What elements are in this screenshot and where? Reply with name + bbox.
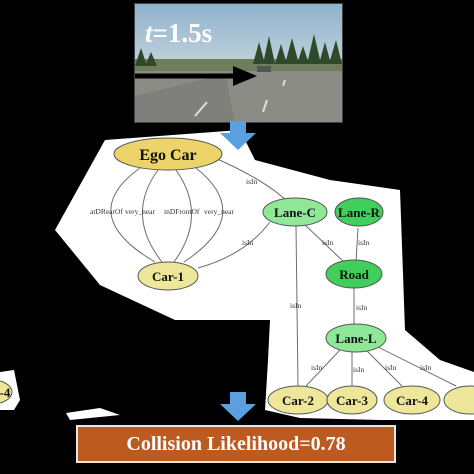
node-car-left-partial bbox=[0, 380, 13, 404]
label-car2: Car-2 bbox=[282, 393, 314, 408]
label-car-left-partial: -4 bbox=[0, 385, 11, 400]
down-arrow-bottom bbox=[220, 392, 256, 421]
node-car5-partial bbox=[443, 385, 474, 415]
edge-label-car2-lanel: isIn bbox=[311, 363, 323, 372]
edge-car2-lanel bbox=[305, 349, 341, 387]
node-car4 bbox=[383, 385, 441, 415]
node-lane-r bbox=[334, 197, 384, 227]
edge-ego-car1-2 bbox=[141, 169, 163, 263]
edge-label-car5-lanel: isIn bbox=[420, 363, 432, 372]
edge-label-indfrontof: inDFrontOf bbox=[164, 207, 200, 216]
edge-label-car4-lanel: isIn bbox=[385, 363, 397, 372]
edge-label-laner-road: isIn bbox=[358, 238, 370, 247]
label-ego-car: Ego Car bbox=[139, 147, 196, 164]
edge-label-atdrearof: atDRearOf bbox=[90, 207, 123, 216]
collision-likelihood-box: Collision Likelihood=0.78 bbox=[76, 425, 396, 463]
edge-label-car2-lanec: isIn bbox=[290, 301, 302, 310]
node-ego-car bbox=[113, 137, 223, 171]
camera-frame-image: t=1.5s bbox=[134, 3, 343, 123]
time-label: t=1.5s bbox=[145, 18, 212, 49]
node-lane-l bbox=[325, 323, 387, 353]
label-lane-l: Lane-L bbox=[335, 331, 377, 346]
time-value: =1.5s bbox=[152, 18, 213, 48]
small-highlight bbox=[66, 408, 120, 420]
label-road: Road bbox=[339, 267, 369, 282]
edge-label-very-near-1: very_near bbox=[125, 207, 155, 216]
node-road bbox=[325, 259, 383, 289]
node-lane-c bbox=[262, 197, 328, 227]
edge-laner-road bbox=[355, 227, 359, 263]
label-car4: Car-4 bbox=[396, 393, 429, 408]
collision-likelihood-label: Collision Likelihood=0.78 bbox=[126, 432, 346, 455]
node-car1 bbox=[137, 261, 199, 291]
edge-label-road-lanel: isIn bbox=[356, 303, 368, 312]
label-lane-r: Lane-R bbox=[338, 205, 381, 220]
edge-car5-lanel bbox=[375, 345, 457, 387]
edge-label-lanec-road: isIn bbox=[322, 238, 334, 247]
edge-ego-car1-3 bbox=[173, 169, 192, 263]
edge-ego-car1-4 bbox=[183, 167, 224, 263]
edge-label-car1-lanec: isIn bbox=[242, 238, 254, 247]
node-car3 bbox=[326, 385, 378, 415]
label-lane-c: Lane-C bbox=[274, 205, 316, 220]
label-car1: Car-1 bbox=[152, 269, 184, 284]
label-car3: Car-3 bbox=[336, 393, 369, 408]
edge-label-very-near-2: very_near bbox=[204, 207, 234, 216]
down-arrow-top bbox=[220, 121, 256, 150]
graph-highlight-region bbox=[55, 130, 474, 420]
edge-lanec-road bbox=[303, 223, 345, 263]
edge-car2-lanec bbox=[295, 225, 299, 387]
edge-label-ego-lanec: isIn bbox=[246, 177, 258, 186]
edge-ego-lanec bbox=[214, 157, 289, 203]
edge-car1-lanec bbox=[197, 221, 271, 269]
edge-car4-lanel bbox=[365, 349, 403, 387]
time-variable: t bbox=[145, 18, 153, 48]
edge-label-car3-lanel: isIn bbox=[353, 365, 365, 374]
edge-ego-car1-1 bbox=[110, 167, 156, 263]
